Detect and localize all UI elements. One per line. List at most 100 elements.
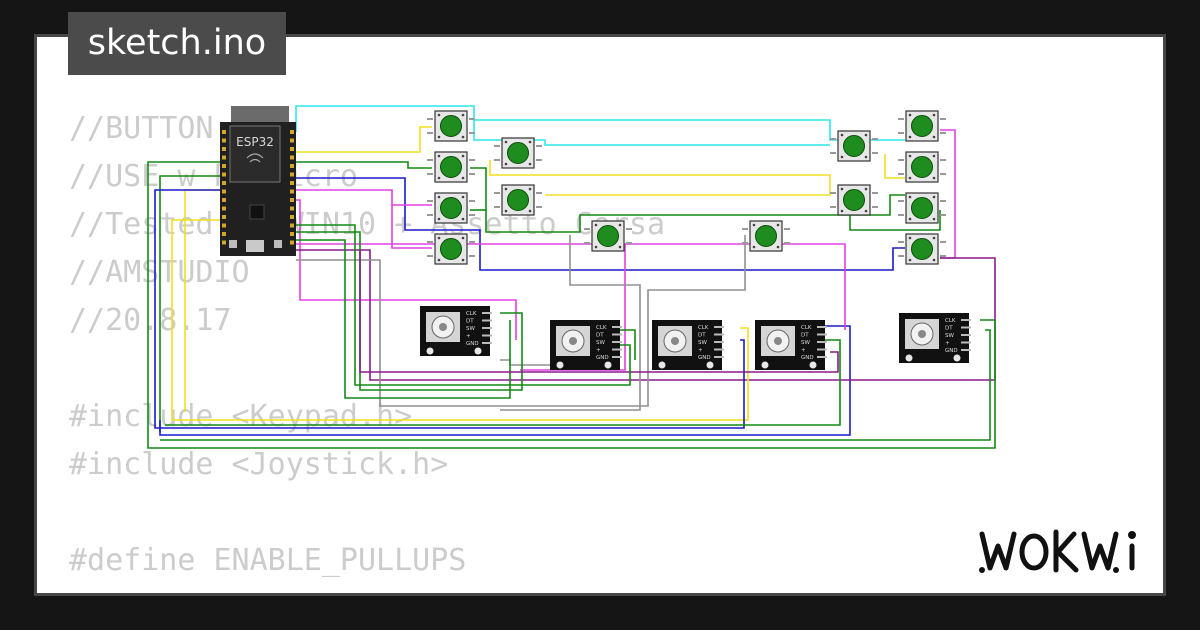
file-tab[interactable]: sketch.ino	[68, 12, 286, 75]
wire	[620, 329, 636, 360]
button-cap	[843, 189, 865, 211]
button-leg	[872, 138, 878, 140]
header-pin	[222, 189, 226, 194]
header-pin	[290, 206, 294, 211]
wire	[160, 329, 991, 441]
reset-button[interactable]	[229, 240, 237, 248]
push-button[interactable]	[898, 233, 946, 265]
encoder-pin-label: SW	[596, 340, 605, 346]
button-leg	[830, 206, 836, 208]
push-button[interactable]	[898, 192, 946, 224]
push-button[interactable]	[494, 184, 542, 216]
button-dot	[840, 209, 844, 213]
button-leg	[469, 118, 475, 120]
button-dot	[932, 135, 936, 139]
wire	[359, 250, 839, 373]
button-dot	[461, 236, 465, 240]
button-dot	[437, 217, 441, 221]
encoder-pin	[612, 326, 622, 328]
header-pin	[290, 138, 294, 143]
wire	[500, 235, 641, 411]
button-dot	[594, 223, 598, 227]
button-leg	[784, 228, 790, 230]
push-button[interactable]	[427, 233, 475, 265]
button-dot	[932, 176, 936, 180]
button-dot	[840, 155, 844, 159]
wire	[147, 161, 432, 440]
encoder-shaft	[569, 337, 577, 345]
encoder-pin-label: +	[596, 348, 601, 354]
push-button[interactable]	[427, 110, 475, 142]
button-dot	[504, 140, 508, 144]
button-dot	[437, 236, 441, 240]
esp32-board[interactable]: ESP32	[220, 106, 296, 256]
code-line[interactable]: //20.8.17	[69, 303, 232, 338]
push-button[interactable]	[427, 192, 475, 224]
header-pin	[290, 232, 294, 236]
button-leg	[427, 132, 433, 134]
push-button[interactable]	[830, 130, 878, 162]
wire	[470, 167, 905, 233]
button-dot	[864, 155, 868, 159]
encoder-pin	[817, 356, 827, 358]
wire	[154, 189, 745, 429]
button-dot	[437, 154, 441, 158]
button-leg	[626, 242, 632, 244]
wire	[165, 339, 841, 426]
push-button[interactable]	[830, 184, 878, 216]
header-pin	[222, 206, 226, 211]
button-dot	[528, 187, 532, 191]
encoder-shaft	[439, 323, 447, 331]
wire	[184, 189, 220, 412]
button-dot	[864, 209, 868, 213]
header-pin	[290, 198, 294, 202]
encoder-pin-label: +	[945, 341, 950, 347]
button-leg	[940, 173, 946, 175]
push-button[interactable]	[898, 110, 946, 142]
push-button[interactable]	[898, 151, 946, 183]
button-dot	[461, 154, 465, 158]
push-button[interactable]	[494, 137, 542, 169]
encoder-pin	[817, 333, 827, 336]
boot-button[interactable]	[274, 240, 282, 248]
button-leg	[830, 152, 836, 154]
encoder-pin	[714, 333, 724, 336]
encoder-pin	[482, 327, 492, 329]
wire	[296, 189, 432, 249]
encoder-pin	[961, 326, 971, 329]
header-pin	[222, 232, 226, 236]
encoder-pin-label: DT	[945, 326, 953, 332]
button-leg	[427, 214, 433, 216]
encoder-pin	[714, 326, 724, 328]
button-dot	[594, 245, 598, 249]
encoder-pin-label: DT	[596, 333, 604, 339]
button-dot	[908, 176, 912, 180]
encoder-pin	[612, 333, 622, 336]
encoder-pin-label: CLK	[698, 325, 709, 331]
button-dot	[908, 195, 912, 199]
button-leg	[536, 206, 542, 208]
code-line[interactable]: #define NUMROTARIES 4	[69, 585, 665, 593]
button-dot	[908, 258, 912, 262]
mount-hole	[953, 354, 961, 362]
button-cap	[843, 135, 865, 157]
code-line[interactable]: #define ENABLE_PULLUPS	[69, 543, 467, 578]
push-button[interactable]	[742, 220, 790, 252]
code-line[interactable]: #include <Joystick.h>	[69, 447, 449, 482]
button-leg	[584, 242, 590, 244]
button-dot	[528, 140, 532, 144]
encoder-pin-label: SW	[466, 326, 475, 332]
header-pin	[222, 215, 226, 219]
header-pin	[222, 223, 226, 228]
button-cap	[440, 197, 462, 219]
push-button[interactable]	[584, 220, 632, 252]
push-button[interactable]	[427, 151, 475, 183]
header-pin	[290, 164, 294, 168]
button-leg	[898, 173, 904, 175]
button-leg	[427, 159, 433, 161]
